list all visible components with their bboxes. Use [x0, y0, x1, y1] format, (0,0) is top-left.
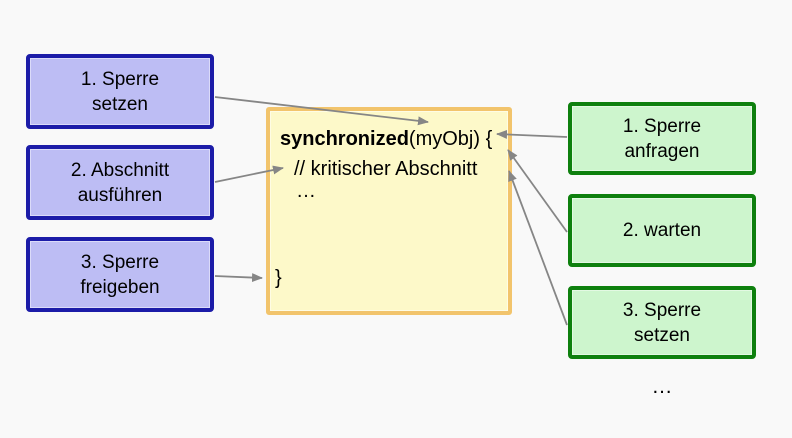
- arrow-freigeben-to-brace: [214, 273, 263, 283]
- box-label-line: 3. Sperre: [622, 299, 702, 321]
- more-steps-ellipsis: …: [651, 375, 673, 398]
- code-line-closing-brace: }: [275, 267, 282, 289]
- box-label-line: 2. Abschnitt: [70, 159, 170, 181]
- code-box-synchronized: synchronized(myObj) { // kritischer Absc…: [266, 107, 512, 315]
- box-sperre-setzen-rechts: 3. Sperre setzen: [568, 286, 756, 359]
- box-sperre-anfragen: 1. Sperre anfragen: [568, 102, 756, 175]
- code-line-comment: // kritischer Abschnitt: [294, 158, 478, 180]
- box-label-line: 1. Sperre: [80, 68, 160, 90]
- box-warten: 2. warten: [568, 194, 756, 267]
- box-label-line: 2. warten: [622, 220, 702, 241]
- arrow-sperre-setzen-rechts-to-code: [508, 170, 568, 326]
- box-sperre-freigeben: 3. Sperre freigeben: [26, 237, 214, 312]
- box-label-line: 3. Sperre: [80, 251, 160, 273]
- box-label-line: setzen: [634, 324, 690, 346]
- box-sperre-setzen: 1. Sperre setzen: [26, 54, 214, 129]
- code-args: (myObj) {: [408, 128, 493, 150]
- box-label-line: freigeben: [80, 276, 160, 298]
- box-label-line: anfragen: [624, 140, 700, 162]
- box-label-line: ausführen: [77, 184, 163, 206]
- box-label-line: setzen: [92, 93, 148, 115]
- code-keyword: synchronized: [280, 128, 409, 150]
- code-line-ellipsis: …: [296, 180, 316, 202]
- box-label-line: 1. Sperre: [622, 115, 702, 137]
- arrow-warten-to-code: [507, 149, 568, 233]
- code-line-synchronized: synchronized(myObj) {: [280, 127, 492, 152]
- box-abschnitt-ausfuehren: 2. Abschnitt ausführen: [26, 145, 214, 220]
